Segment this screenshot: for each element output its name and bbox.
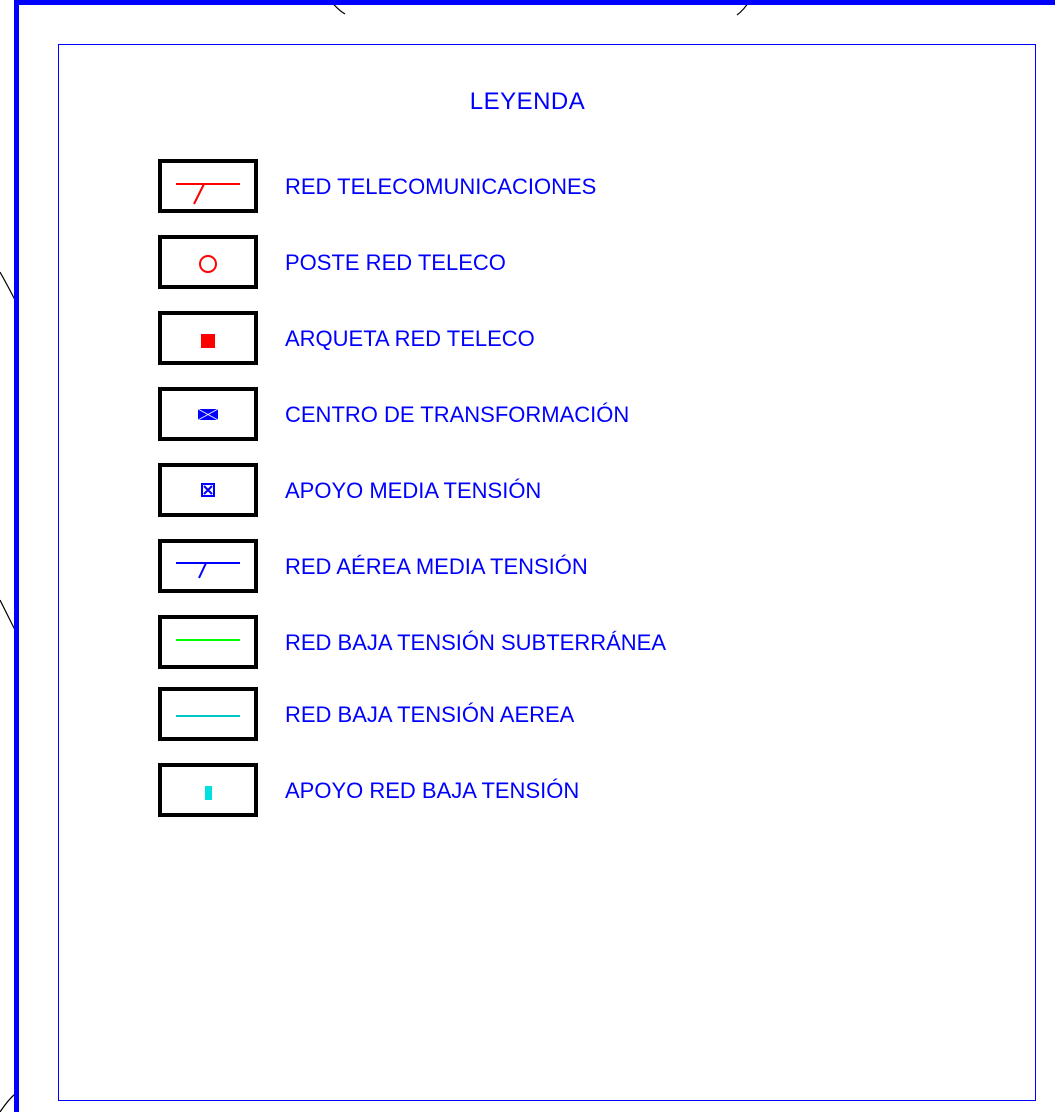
legend-item-label: APOYO RED BAJA TENSIÓN [285, 778, 580, 803]
legend-item-red-baja-tension-aerea: RED BAJA TENSIÓN AEREA [158, 687, 958, 743]
legend-item-label: RED BAJA TENSIÓN AEREA [285, 702, 575, 727]
legend-item-label: RED AÉREA MEDIA TENSIÓN [285, 554, 588, 579]
legend-panel [58, 44, 1036, 1101]
legend-item-label: RED BAJA TENSIÓN SUBTERRÁNEA [285, 630, 667, 655]
low-voltage-support-symbol-icon [158, 763, 258, 817]
transformer-center-symbol-icon [158, 387, 258, 441]
legend-item-label: RED TELECOMUNICACIONES [285, 174, 597, 199]
telecom-pole-circle-symbol-icon [158, 235, 258, 289]
legend-item-poste-red-teleco: POSTE RED TELECO [158, 235, 958, 291]
red-telecom-line-symbol-icon [158, 159, 258, 213]
low-voltage-aerial-line-symbol-icon [158, 687, 258, 741]
legend-item-label: ARQUETA RED TELECO [285, 326, 535, 351]
legend-title: LEYENDA [469, 88, 586, 115]
legend-item-arqueta-red-teleco: ARQUETA RED TELECO [158, 311, 958, 367]
legend-item-centro-de-transformacion: CENTRO DE TRANSFORMACIÓN [158, 387, 958, 443]
legend-item-apoyo-red-baja-tension: APOYO RED BAJA TENSIÓN [158, 763, 958, 819]
legend-item-label: POSTE RED TELECO [285, 250, 506, 275]
low-voltage-underground-line-symbol-icon [158, 615, 258, 669]
medium-voltage-aerial-line-symbol-icon [158, 539, 258, 593]
legend-item-apoyo-media-tension: APOYO MEDIA TENSIÓN [158, 463, 958, 519]
medium-voltage-support-symbol-icon [158, 463, 258, 517]
outer-drawing-frame [14, 0, 1055, 1112]
legend-item-red-aerea-media-tension: RED AÉREA MEDIA TENSIÓN [158, 539, 958, 595]
telecom-manhole-square-symbol-icon [158, 311, 258, 365]
legend-item-label: CENTRO DE TRANSFORMACIÓN [285, 402, 630, 427]
legend-item-red-baja-tension-subterranea: RED BAJA TENSIÓN SUBTERRÁNEA [158, 615, 958, 671]
legend-item-red-telecomunicaciones: RED TELECOMUNICACIONES [158, 159, 958, 215]
legend-item-label: APOYO MEDIA TENSIÓN [285, 478, 542, 503]
